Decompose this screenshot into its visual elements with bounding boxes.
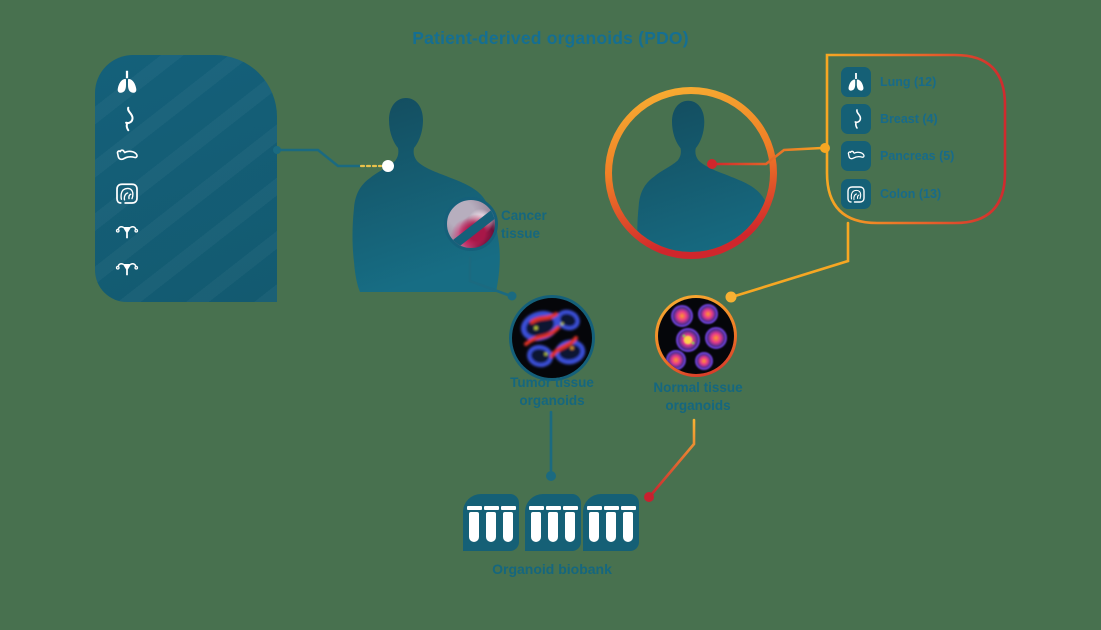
test-tube-icon	[528, 506, 544, 542]
normal-organoid-image	[655, 295, 737, 377]
dot-panel2-edge	[820, 143, 830, 153]
page-title: Patient-derived organoids (PDO)	[412, 28, 689, 48]
test-tube-icon	[603, 506, 619, 542]
colon-icon	[841, 179, 871, 209]
patient-silhouette-left	[352, 98, 500, 292]
connector-cancer-to-tumor	[468, 256, 510, 297]
normal-organoid-micrograph	[666, 304, 727, 370]
organ-panel	[95, 55, 277, 302]
dot-normal-link	[725, 291, 737, 303]
test-tube-icon	[620, 506, 636, 542]
connector-panel-to-patient	[275, 148, 362, 168]
dot-biobank-teal	[546, 471, 556, 481]
dot-patient2-chest	[707, 159, 717, 169]
test-tube-icon	[545, 506, 561, 542]
biobank-label: Organoid biobank	[492, 561, 612, 577]
pancreas-icon	[112, 141, 142, 171]
tumor-organoid-image	[509, 295, 595, 381]
organ-icon-list	[112, 67, 142, 282]
dot-patient-chest	[382, 160, 394, 172]
dot-tumor-link	[507, 291, 517, 301]
cancer-tissue-label: Cancer tissue	[501, 208, 547, 241]
organ-count-panel-border	[825, 53, 1007, 225]
normal-organoids-label: Normal tissue organoids	[653, 380, 743, 413]
organ-count-label: Colon (13)	[880, 187, 942, 201]
organ-count-label: Pancreas (5)	[880, 149, 955, 163]
breast-icon	[841, 104, 871, 134]
lungs-icon	[841, 67, 871, 97]
uterus-icon	[112, 252, 142, 282]
biobank-rack	[525, 494, 581, 551]
biobank-rack	[583, 494, 639, 551]
organ-count-label: Breast (4)	[880, 112, 938, 126]
patient-highlight-ring	[605, 87, 777, 259]
test-tube-icon	[500, 506, 516, 542]
dot-biobank-red	[644, 492, 654, 502]
breast-icon	[112, 104, 142, 134]
connector-panel-to-normal	[733, 221, 850, 298]
connector-normal-to-biobank	[649, 418, 696, 497]
test-tube-icon	[483, 506, 499, 542]
organ-count-row-lung: Lung (12)	[841, 67, 936, 97]
organ-count-row-colon: Colon (13)	[841, 179, 941, 209]
biobank-rack	[463, 494, 519, 551]
test-tube-icon	[466, 506, 482, 542]
connector-patient-to-panel	[710, 146, 824, 166]
dot-panel-edge	[273, 146, 281, 154]
organ-count-row-breast: Breast (4)	[841, 104, 938, 134]
organ-count-row-pancreas: Pancreas (5)	[841, 141, 954, 171]
tumor-organoids-label: Tumor tissue organoids	[510, 375, 594, 408]
tumor-organoid-micrograph	[520, 309, 586, 368]
uterus-icon	[112, 215, 142, 245]
cancer-tissue-image	[444, 197, 498, 251]
pancreas-icon	[841, 141, 871, 171]
organ-count-label: Lung (12)	[880, 75, 937, 89]
lungs-icon	[112, 67, 142, 97]
arm-band	[447, 200, 495, 248]
test-tube-icon	[562, 506, 578, 542]
colon-icon	[112, 178, 142, 208]
test-tube-icon	[586, 506, 602, 542]
